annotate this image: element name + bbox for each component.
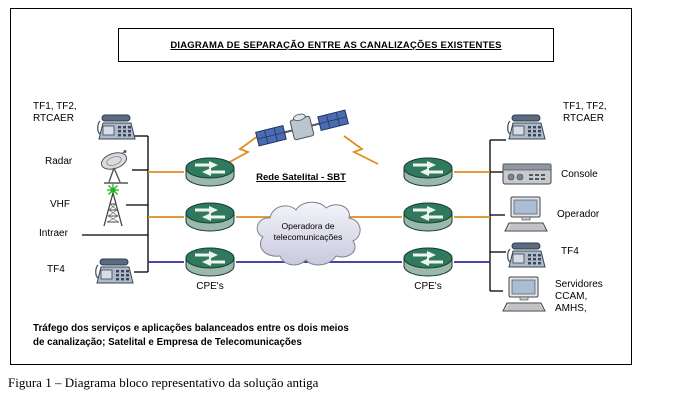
label-left-intraer: Intraer [39,228,68,239]
label-cpe-right: CPE's [414,281,442,292]
radar-dish-icon [98,150,134,186]
satellite-icon [254,106,350,150]
label-right-servidores: Servidores CCAM, AMHS, [555,279,603,314]
label-cpe-left: CPE's [196,281,224,292]
telephone-icon [94,256,136,286]
diagram-title: DIAGRAMA DE SEPARAÇÃO ENTRE AS CANALIZAÇ… [170,39,502,51]
label-right-console: Console [561,169,598,180]
black-bus-lines [82,135,506,292]
satellite-link-label: Rede Satelital - SBT [256,172,346,183]
figure-caption: Figura 1 – Diagrama bloco representativo… [8,375,319,390]
router-icon [184,153,236,191]
telephone-icon [506,240,548,270]
label-left-vhf: VHF [50,199,70,210]
router-icon-cpe-left [184,243,236,281]
diagram-title-box: DIAGRAMA DE SEPARAÇÃO ENTRE AS CANALIZAÇ… [118,28,554,62]
label-right-operador: Operador [557,209,600,220]
telephone-icon [96,112,138,142]
lightning-bolt-left [225,135,259,165]
workstation-icon [502,276,546,314]
label-left-radar: Radar [45,156,73,167]
label-right-tf4: TF4 [561,246,579,257]
telephone-icon [506,112,548,142]
vhf-antenna-icon [98,184,128,228]
telecom-cloud-label: Operadora de telecomunicações [273,221,343,242]
diagram-footer-note: Tráfego dos serviços e aplicações balanc… [33,323,349,348]
telecom-cloud [250,196,365,268]
label-right-tf1-tf2-rtcaer: TF1, TF2, RTCAER [563,101,607,124]
router-icon [402,198,454,236]
label-left-tf1-tf2-rtcaer: TF1, TF2, RTCAER [33,101,77,124]
router-icon [402,153,454,191]
router-icon [184,198,236,236]
console-icon [502,160,552,188]
workstation-icon [504,196,548,234]
router-icon-cpe-right [402,243,454,281]
label-left-tf4: TF4 [47,264,65,275]
lightning-bolt-right [343,135,379,165]
